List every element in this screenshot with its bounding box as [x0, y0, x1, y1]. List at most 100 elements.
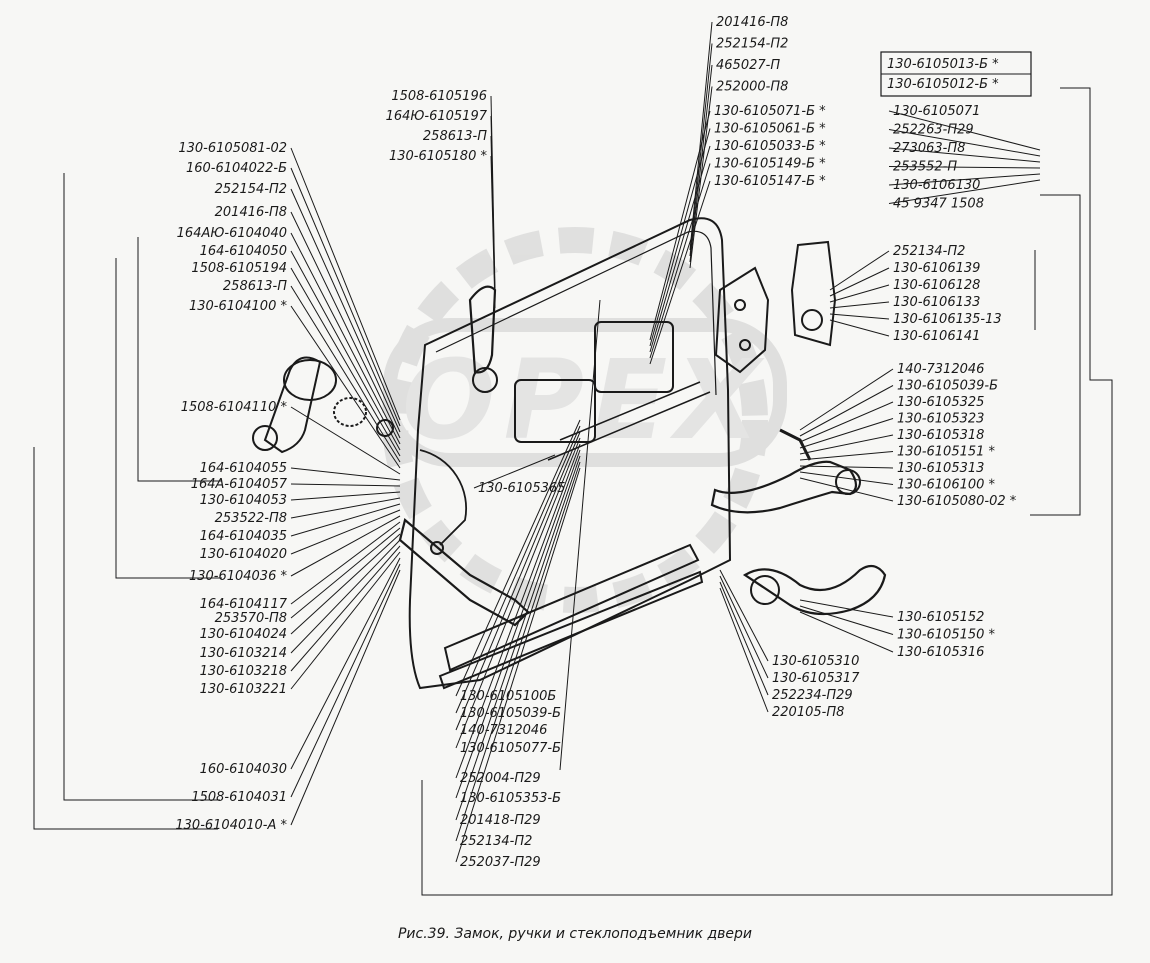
part-label-left-21: 130-6103218 [200, 664, 287, 679]
leader-line [290, 569, 401, 826]
part-label-left-10: 164-6104055 [200, 461, 287, 476]
leader-line [829, 267, 890, 297]
part-label-left-17: 164-6104117 [200, 597, 288, 612]
leader-line [290, 491, 401, 501]
part-label-left-6: 1508-6105194 [191, 261, 287, 276]
leader-line [719, 587, 769, 713]
part-label-left-8: 130-6104100 * [189, 299, 288, 314]
regulator-sector [419, 449, 468, 546]
leader-line [290, 563, 401, 798]
bracket-line [115, 258, 222, 579]
leader-line [455, 443, 581, 779]
latch-plate [714, 266, 770, 374]
leader-line [290, 509, 401, 555]
part-label-bottom-center-0: 130-6105100Б [460, 689, 556, 704]
part-label-boxed-1: 130-6105012-Б * [887, 77, 999, 92]
part-label-lock-right-0: 130-6105071 [893, 104, 980, 119]
leader-line [799, 368, 894, 431]
leader-line [290, 188, 401, 433]
leader-line [719, 575, 769, 679]
part-label-left-5: 164-6104050 [200, 244, 287, 259]
part-label-handle-right-4: 130-6105318 [897, 428, 984, 443]
part-label-lock-right-2: 273063-П8 [893, 141, 965, 156]
leader-line [799, 477, 894, 502]
leader-line [455, 431, 581, 731]
leader-line [689, 21, 713, 251]
part-label-mid-left-1: 164Ю-6105197 [386, 109, 488, 124]
leader-line [689, 64, 713, 263]
crank-rosette [283, 359, 337, 401]
bracket-line [137, 237, 222, 482]
regulator-pivot [430, 541, 444, 555]
part-label-left-1: 160-6104022-Б [186, 161, 287, 176]
part-label-handle-right-7: 130-6106100 * [897, 478, 996, 493]
leader-line [290, 515, 401, 577]
bracket-line [421, 87, 1113, 896]
part-label-bottom-center-6: 201418-П29 [460, 813, 541, 828]
latch-bolt-1 [734, 299, 746, 311]
leader-line [290, 285, 401, 463]
latch-bolt-2 [739, 339, 751, 351]
crank-knob [252, 425, 278, 451]
part-label-left-11: 164А-6104057 [191, 477, 288, 492]
part-label-left-2: 252154-П2 [215, 182, 287, 197]
leader-line [649, 145, 711, 353]
part-label-center-right-4: 130-6105147-Б * [714, 174, 826, 189]
leader-line [689, 43, 713, 257]
part-label-handle-right-8: 130-6105080-02 * [897, 494, 1017, 509]
leader-line [290, 527, 401, 619]
part-labels: 201416-П8 252154-П2 465027-П 252000-П8 130-6… [175, 15, 1032, 870]
part-label-center-right-2: 130-6105033-Б * [714, 139, 826, 154]
leader-line [290, 503, 401, 537]
leader-line [799, 434, 894, 455]
part-label-left-16: 130-6104036 * [189, 569, 288, 584]
part-label-lock-side-0: 252134-П2 [893, 244, 965, 259]
leader-line [290, 250, 401, 451]
leader-line [799, 385, 894, 437]
bracket-line [1030, 194, 1081, 516]
leader-line [290, 305, 401, 469]
leader-line [829, 313, 890, 320]
leader-line [888, 129, 1041, 157]
leader-line [719, 569, 769, 662]
part-label-left-4: 164АЮ-6104040 [177, 226, 287, 241]
part-label-bottom-center-7: 252134-П2 [460, 834, 532, 849]
leader-line [455, 425, 581, 714]
part-label-bottom-center-2: 140-7312046 [460, 723, 547, 738]
part-label-center-right-3: 130-6105149-Б * [714, 157, 826, 172]
part-label-left-12: 130-6104053 [200, 493, 287, 508]
leader-line [888, 179, 1041, 204]
inner-handle-base [472, 367, 498, 393]
part-label-lock-right-1: 252263-П29 [893, 123, 974, 138]
part-label-mid-left-0: 1508-6105196 [391, 89, 487, 104]
part-label-top-2: 465027-П [716, 58, 780, 73]
striker-plate [790, 240, 837, 347]
part-label-left-14: 164-6104035 [200, 529, 287, 544]
part-label-top-1: 252154-П2 [716, 37, 788, 52]
leader-line [290, 267, 401, 457]
figure-caption: Рис.39. Замок, ручки и стеклоподъемник д… [397, 926, 753, 942]
part-label-center-right-0: 130-6105071-Б * [714, 104, 826, 119]
leader-line [290, 167, 401, 427]
part-label-left-15: 130-6104020 [200, 547, 287, 562]
part-label-bottom-center-1: 130-6105039-Б [460, 706, 561, 721]
leader-line [290, 545, 401, 672]
part-label-mid-left-3: 130-6105180 * [389, 149, 488, 164]
leader-line [799, 471, 894, 485]
outer-handle-bolt [779, 428, 812, 461]
part-label-left-20: 130-6103214 [200, 646, 287, 661]
lock-rod [547, 381, 711, 461]
leader-line [290, 211, 401, 439]
part-label-lock-side-4: 130-6106135-13 [893, 312, 1002, 327]
leader-line [455, 449, 581, 799]
part-label-mid-left-2: 258613-П [423, 129, 487, 144]
part-label-handle-right-5: 130-6105151 * [897, 445, 996, 460]
part-label-top-0: 201416-П8 [716, 15, 788, 30]
part-label-top-3: 252000-П8 [716, 80, 788, 95]
part-label-left-19: 130-6104024 [200, 627, 287, 642]
leader-line [829, 284, 890, 303]
leader-line [649, 110, 711, 341]
part-label-left-24: 1508-6104031 [191, 790, 287, 805]
leader-line [799, 451, 894, 461]
